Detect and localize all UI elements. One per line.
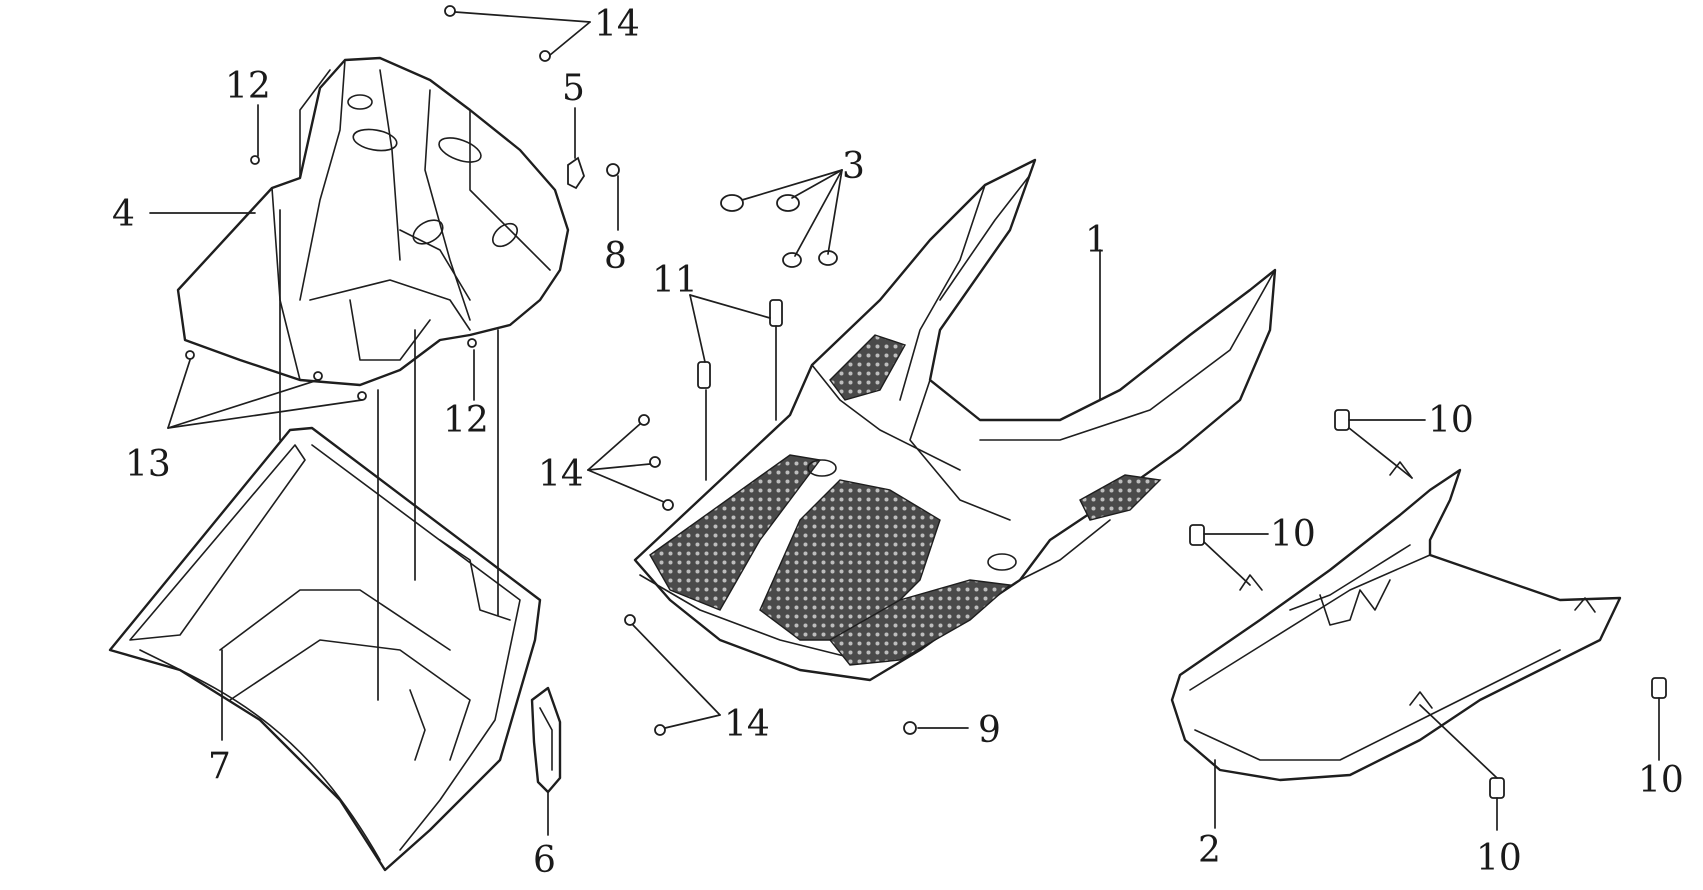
screw-14g-icon xyxy=(654,724,666,736)
callout-14-middle: 14 xyxy=(538,454,584,495)
bolt-10a-icon xyxy=(1334,409,1350,431)
callout-1: 1 xyxy=(1085,220,1108,261)
part-1-floor-panel xyxy=(633,158,1277,682)
clip-5-icon xyxy=(567,156,585,190)
bolt-11b-icon xyxy=(769,299,783,327)
screw-14f-icon xyxy=(624,614,636,626)
screw-14d-icon xyxy=(649,456,661,468)
screw-14a-icon xyxy=(444,5,456,17)
bolt-10d-icon xyxy=(1489,777,1505,799)
part-6-cover-plate xyxy=(530,686,562,794)
bolt-10c-icon xyxy=(1651,677,1667,699)
callout-2: 2 xyxy=(1198,830,1221,871)
plug-3b-icon xyxy=(776,194,800,212)
screw-14b-icon xyxy=(539,50,551,62)
screw-13b-icon xyxy=(313,371,323,381)
screw-13a-icon xyxy=(185,350,195,360)
plug-3c-icon xyxy=(782,252,802,268)
bolt-10b-icon xyxy=(1189,524,1205,546)
screw-12a-icon xyxy=(250,155,260,165)
screw-12b-icon xyxy=(467,338,477,348)
callout-12-top: 12 xyxy=(225,66,271,107)
callout-10-middle: 10 xyxy=(1270,514,1316,555)
callout-9: 9 xyxy=(978,710,1001,751)
callout-3: 3 xyxy=(842,146,865,187)
callout-11: 11 xyxy=(652,260,698,301)
leader-lines xyxy=(149,11,1660,836)
part-4-front-inner-panel xyxy=(176,56,570,387)
callout-14-top: 14 xyxy=(594,4,640,45)
callout-6: 6 xyxy=(533,840,556,881)
callout-10-bottom: 10 xyxy=(1476,838,1522,879)
screw-14c-icon xyxy=(638,414,650,426)
screw-13c-icon xyxy=(357,391,367,401)
callout-12-bottom: 12 xyxy=(443,400,489,441)
plug-3a-icon xyxy=(720,194,744,212)
callout-4: 4 xyxy=(112,194,135,235)
screw-14e-icon xyxy=(662,499,674,511)
part-2-under-cover xyxy=(1170,461,1622,782)
callout-labels: 1 2 3 4 5 6 7 8 9 10 10 10 10 11 12 12 1… xyxy=(112,4,1684,881)
callout-13: 13 xyxy=(125,444,171,485)
callout-14-bottom: 14 xyxy=(724,704,770,745)
callout-10-top: 10 xyxy=(1428,400,1474,441)
bolt-11a-icon xyxy=(697,361,711,389)
callout-7: 7 xyxy=(208,746,231,787)
part-7-leg-shield xyxy=(108,426,542,872)
callout-8: 8 xyxy=(604,236,627,277)
callout-5: 5 xyxy=(562,68,585,109)
screw-9-icon xyxy=(903,721,917,735)
screw-8-icon xyxy=(606,163,620,177)
callout-10-right: 10 xyxy=(1638,760,1684,801)
